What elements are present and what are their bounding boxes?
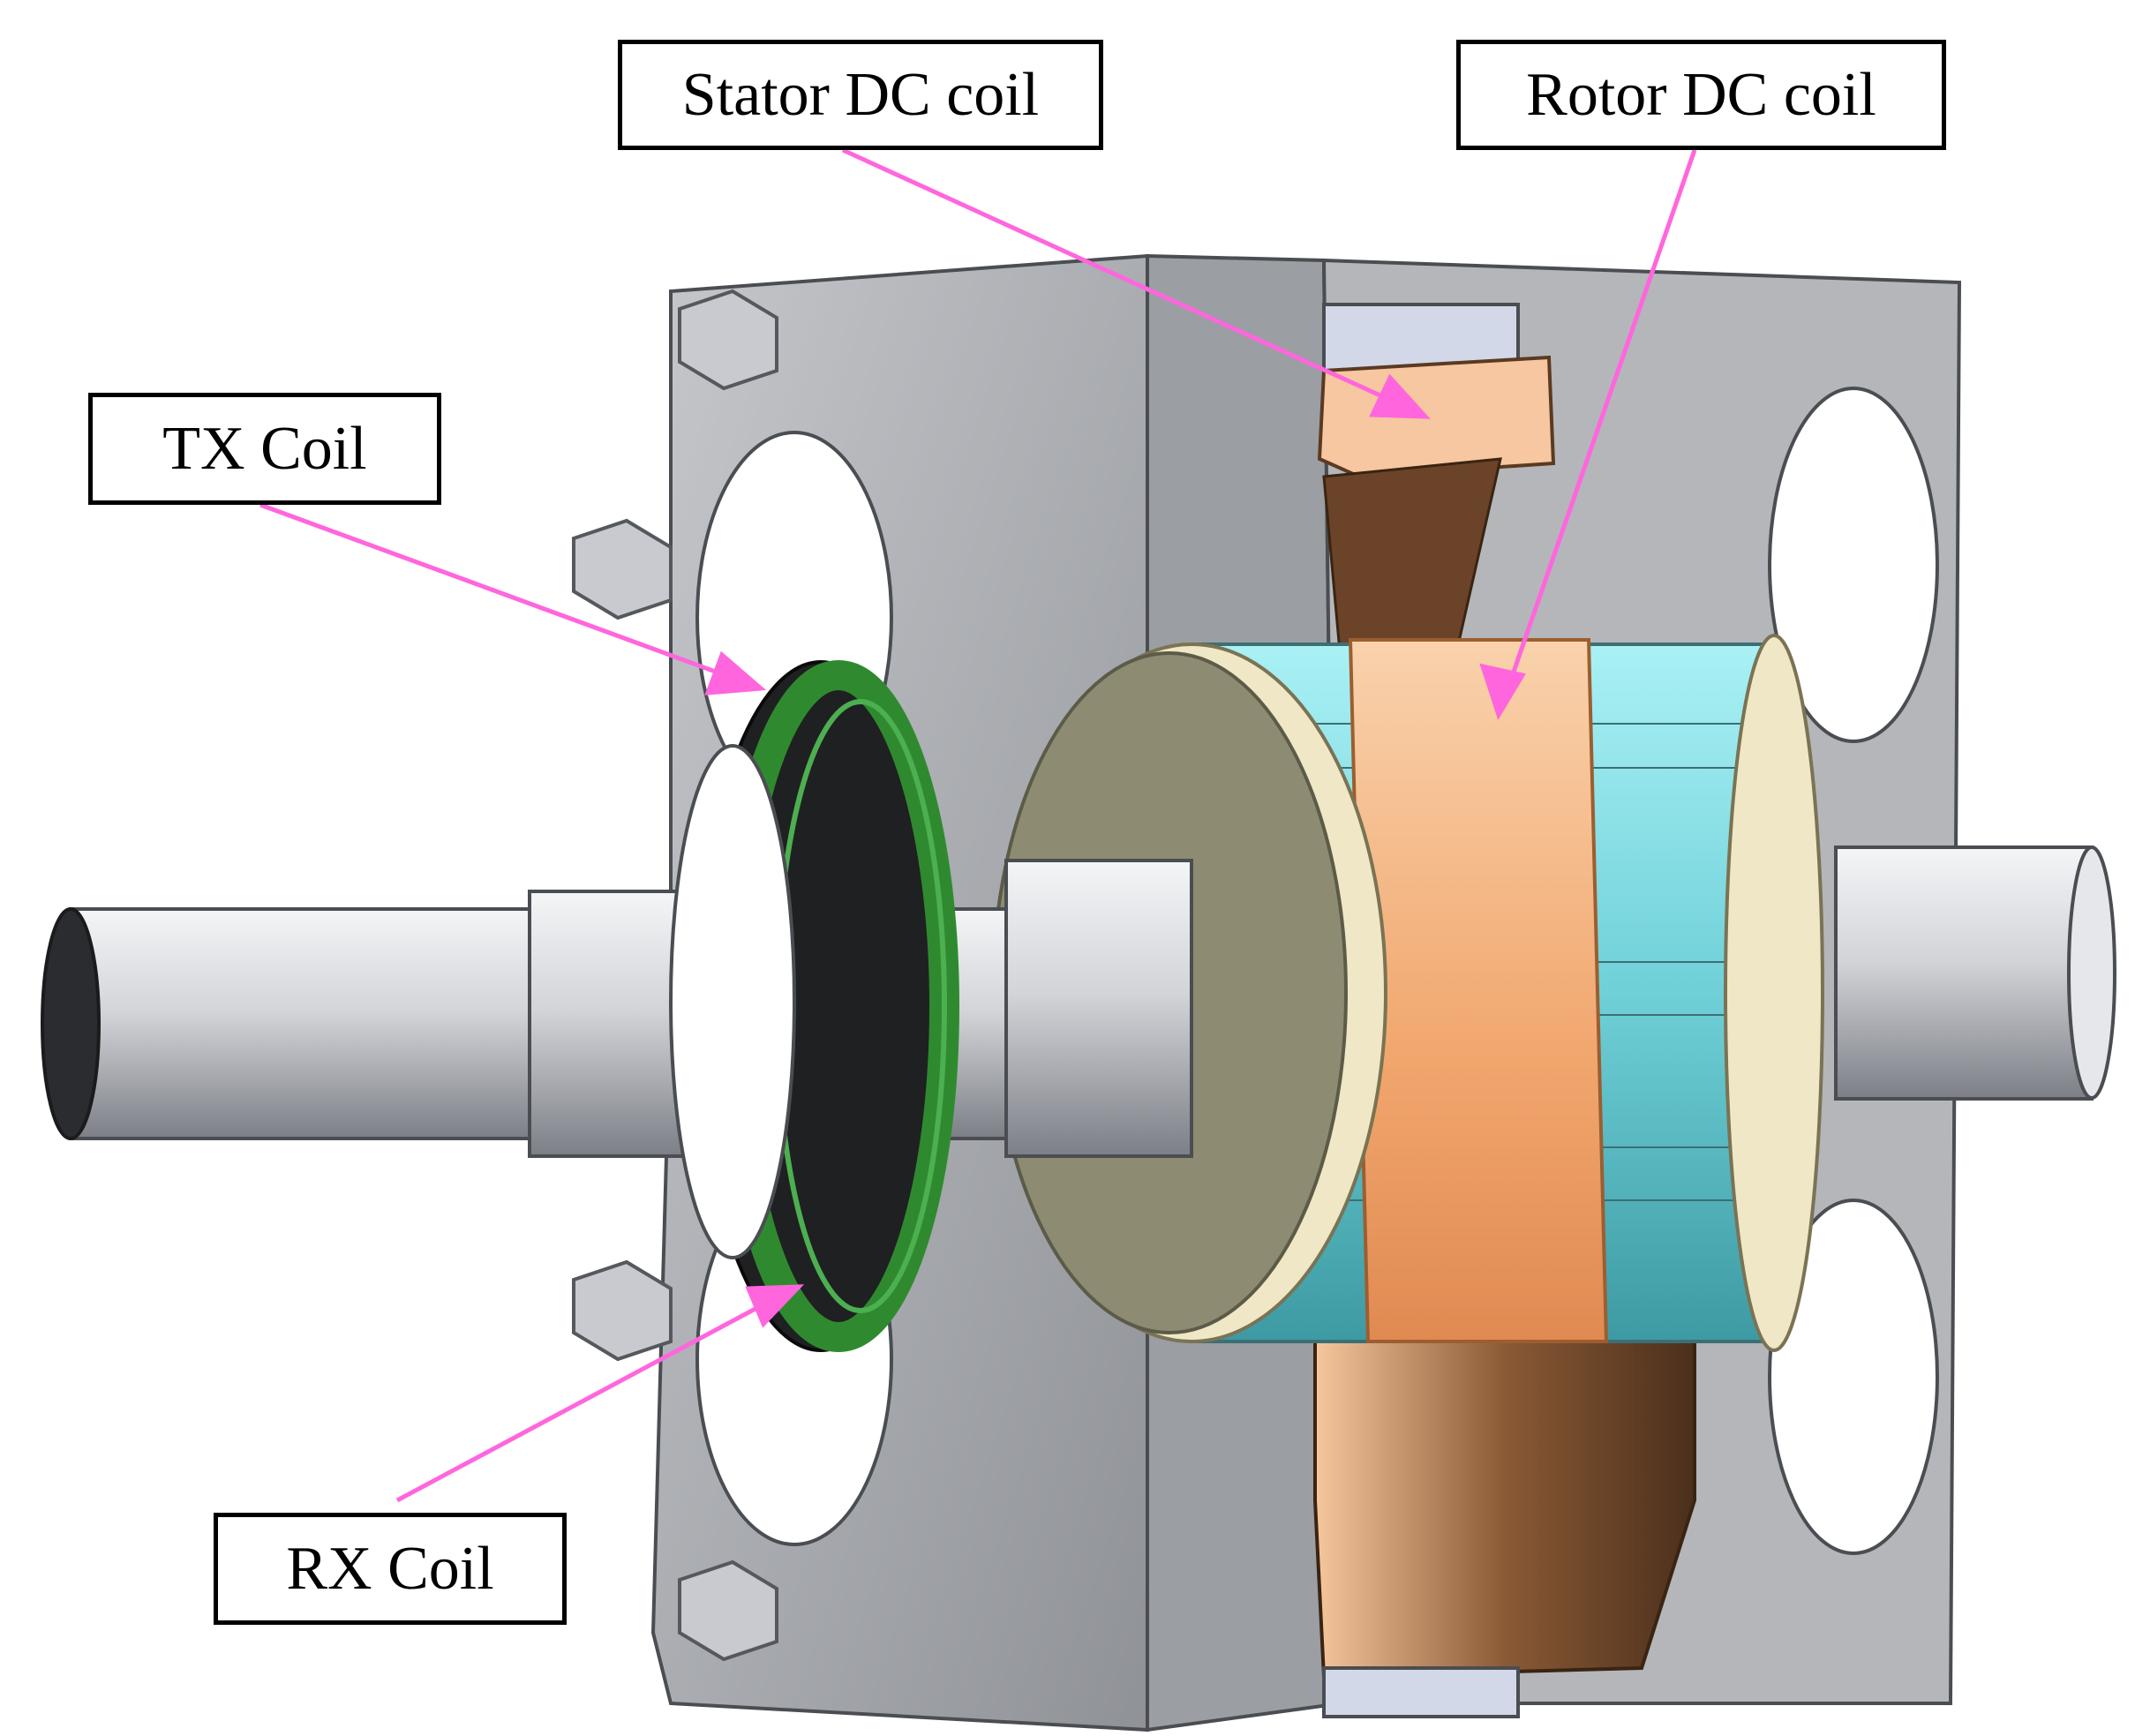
- shaft-left: [41, 859, 1193, 1158]
- shaft-right: [1834, 845, 2116, 1101]
- stator-dc-coil: [1317, 303, 1556, 673]
- stator-dc-coil-label: Stator DC coil: [618, 40, 1103, 150]
- rx-coil-label: RX Coil: [214, 1513, 567, 1625]
- tx-coil-label: TX Coil: [88, 393, 441, 505]
- pcb-coil-ring: [669, 660, 959, 1352]
- rotor-dc-coil-label: Rotor DC coil: [1456, 40, 1946, 150]
- bottom-dc-coil: [1313, 1322, 1696, 1718]
- bolt-icons: [572, 289, 778, 1662]
- pointer-arrows: [259, 147, 1697, 1503]
